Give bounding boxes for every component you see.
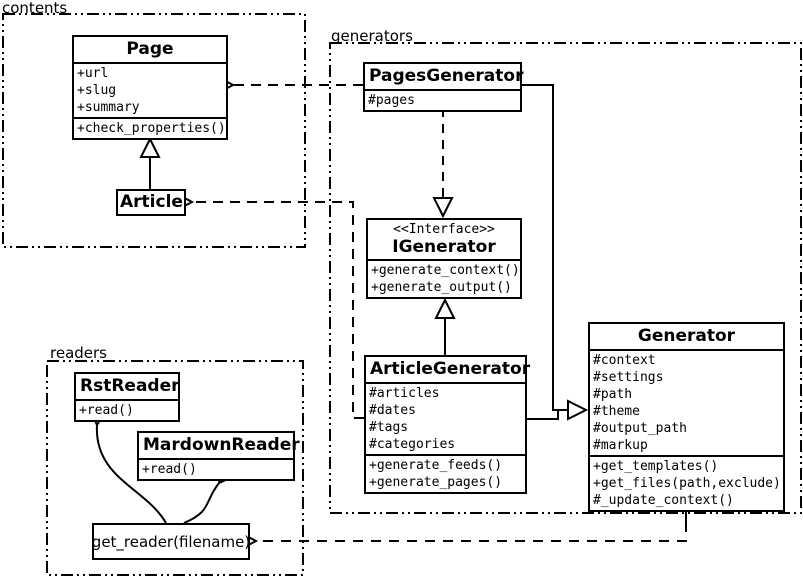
package-label-contents: contents — [2, 0, 68, 17]
stereotype-label: <<Interface>> — [393, 222, 495, 237]
package-frame-generators — [329, 42, 802, 514]
class-generator: Generator #context #settings #path #them… — [588, 322, 785, 512]
class-mardownreader: MardownReader +read() — [137, 431, 300, 481]
methods-compartment: +read() — [76, 401, 178, 420]
method-row: +generate_context() — [371, 263, 520, 278]
function-box-get-reader: get_reader(filename) — [92, 523, 250, 560]
attributes-compartment: +url +slug +summary — [74, 64, 226, 119]
method-row: +read() — [142, 462, 197, 477]
dependency-generator-to-getreader — [240, 522, 687, 550]
generalization-pagesgenerator-to-generator — [522, 84, 589, 421]
generalization-articlegenerator-to-generator — [527, 410, 559, 420]
method-row: +generate_pages() — [369, 475, 503, 490]
attributes-compartment: #pages — [365, 91, 520, 110]
class-header: <<Interface>> IGenerator — [368, 220, 520, 261]
class-title: Article — [120, 192, 183, 212]
attribute-row: #articles — [369, 386, 440, 401]
attribute-row: +slug — [77, 83, 117, 98]
method-row: +get_files(path,exclude) — [593, 476, 781, 491]
attribute-row: #pages — [368, 93, 415, 108]
attribute-row: #context — [593, 353, 656, 368]
attribute-row: +url — [77, 66, 109, 81]
methods-compartment: +read() — [139, 460, 293, 479]
attribute-row: #tags — [369, 420, 409, 435]
attribute-row: #dates — [369, 403, 416, 418]
method-row: +check_properties() — [77, 121, 226, 136]
arrow-getreader-to-mardownreader — [183, 466, 235, 524]
class-page: Page +url +slug +summary +check_properti… — [72, 35, 228, 140]
method-row: +get_templates() — [593, 459, 719, 474]
class-title: IGenerator — [392, 237, 496, 257]
package-label-readers: readers — [50, 344, 107, 362]
class-title: Generator — [590, 324, 783, 351]
package-frame-readers — [46, 360, 304, 576]
attribute-row: #markup — [593, 438, 648, 453]
class-igenerator: <<Interface>> IGenerator +generate_conte… — [366, 218, 522, 299]
method-row: +generate_output() — [371, 280, 512, 295]
class-title: PagesGenerator — [365, 64, 523, 91]
class-title: ArticleGenerator — [366, 357, 530, 384]
class-title: Page — [74, 37, 226, 64]
class-title: RstReader — [76, 374, 180, 401]
attribute-row: #settings — [593, 370, 664, 385]
dependency-articlegenerator-to-article — [176, 193, 364, 419]
methods-compartment: +generate_feeds() +generate_pages() — [366, 456, 525, 492]
attributes-compartment: #articles #dates #tags #categories — [366, 384, 525, 456]
method-row: +read() — [79, 403, 134, 418]
method-row: +generate_feeds() — [369, 458, 503, 473]
class-article: Article — [116, 189, 186, 216]
package-frame-contents — [2, 13, 306, 248]
methods-compartment: +check_properties() — [74, 119, 226, 138]
attribute-row: #categories — [369, 437, 456, 452]
methods-compartment: +generate_context() +generate_output() — [368, 261, 520, 297]
package-label-generators: generators — [331, 27, 413, 45]
class-rstreader: RstReader +read() — [74, 372, 180, 422]
class-pagesgenerator: PagesGenerator #pages — [363, 62, 523, 112]
method-row: #_update_context() — [593, 493, 734, 508]
class-title: MardownReader — [139, 433, 300, 460]
methods-compartment: +get_templates() +get_files(path,exclude… — [590, 457, 783, 510]
arrow-getreader-to-rstreader — [88, 409, 167, 524]
attribute-row: #output_path — [593, 421, 687, 436]
function-label: get_reader(filename) — [91, 532, 251, 551]
class-articlegenerator: ArticleGenerator #articles #dates #tags … — [364, 355, 530, 494]
attribute-row: #path — [593, 387, 633, 402]
attribute-row: #theme — [593, 404, 640, 419]
attribute-row: +summary — [77, 100, 140, 115]
attributes-compartment: #context #settings #path #theme #output_… — [590, 351, 783, 457]
